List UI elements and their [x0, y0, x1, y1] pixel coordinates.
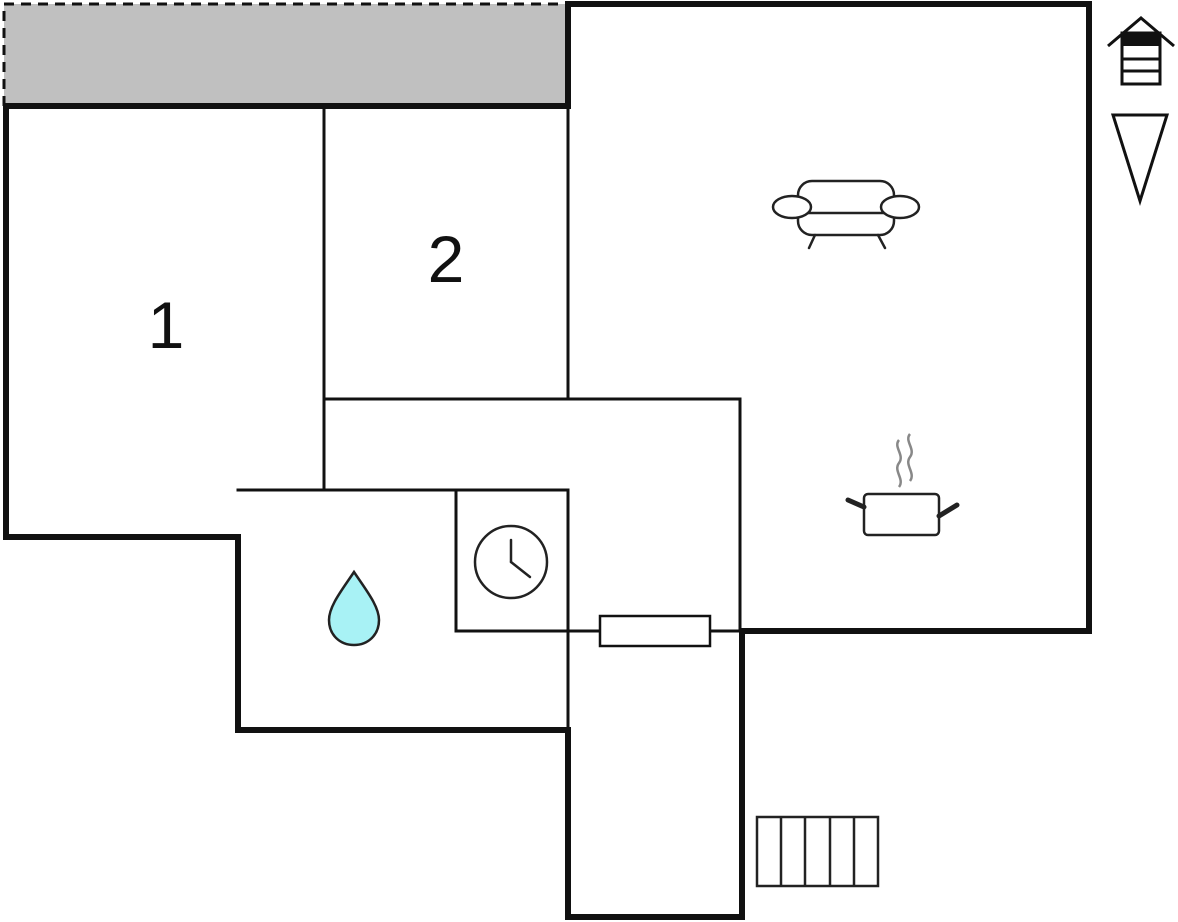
utility-room	[454, 488, 744, 633]
terrace	[2, 2, 568, 106]
room-2: 2	[322, 104, 465, 492]
clock-icon	[473, 524, 549, 600]
living-room	[565, 1, 1092, 634]
hallway	[322, 397, 742, 732]
entrance-corridor	[565, 628, 745, 920]
bathroom	[235, 488, 571, 733]
stairs-icon	[755, 815, 880, 888]
sofa-icon	[771, 179, 921, 250]
room-2-label: 2	[428, 222, 465, 296]
room-1: 1	[3, 103, 241, 540]
north-arrow-icon	[1110, 113, 1170, 207]
water-drop-icon	[327, 569, 381, 647]
cooking-pot-icon	[845, 433, 960, 537]
radiator-icon	[598, 614, 712, 648]
room-1-label: 1	[148, 288, 185, 362]
house-icon	[1107, 16, 1175, 86]
